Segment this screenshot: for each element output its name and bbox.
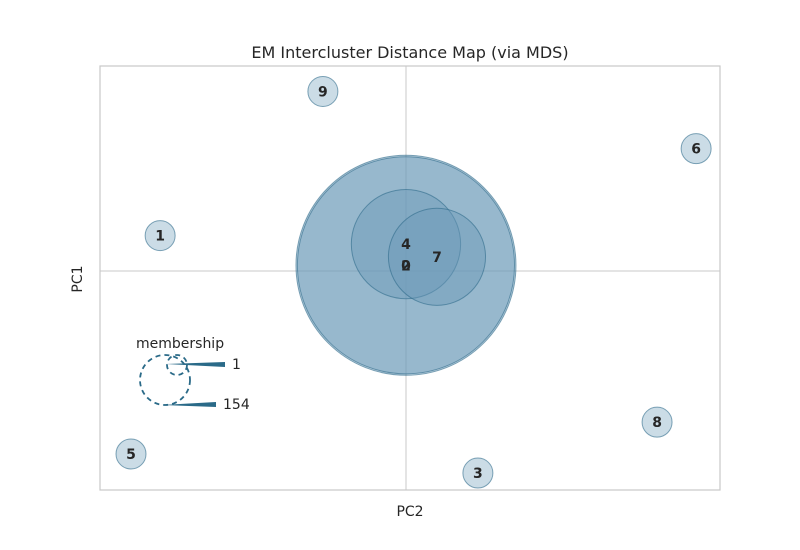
cluster-8-label: 8: [652, 415, 662, 431]
cluster-3-label: 3: [473, 466, 483, 482]
legend-max-label: 154: [223, 397, 250, 413]
x-axis-label: PC2: [396, 504, 423, 520]
legend-pointer-max: [162, 402, 216, 407]
legend-min-label: 1: [232, 357, 241, 373]
y-axis-label: PC1: [70, 265, 86, 292]
cluster-3-circle: [462, 457, 494, 489]
cluster-4-label: 4: [401, 237, 411, 253]
cluster-circles: [115, 75, 712, 489]
cluster-7-circle: [387, 207, 487, 306]
cluster-4-circle: [350, 188, 462, 300]
cluster-7-label: 7: [432, 250, 442, 266]
cluster-1-circle: [144, 220, 176, 252]
cluster-8-circle: [641, 406, 673, 438]
legend-title: membership: [136, 336, 224, 352]
legend-large-circle: [139, 354, 191, 406]
legend-pointer-min: [166, 362, 225, 367]
cluster-0-label: 0: [401, 258, 411, 274]
cluster-9-label: 9: [318, 84, 328, 100]
cluster-0-circle: [295, 154, 517, 376]
membership-legend: membership 1 154: [136, 336, 250, 413]
plot-frame: [99, 65, 721, 491]
cluster-2-label: 2: [401, 258, 411, 274]
cluster-6-label: 6: [691, 142, 701, 158]
cluster-5-circle: [115, 438, 147, 470]
cluster-5-label: 5: [126, 447, 136, 463]
cluster-labels: 0 1 2 3 4 5 6 7 8 9: [126, 84, 701, 482]
cluster-2-circle: [296, 156, 516, 375]
plot-area: 0 1 2 3 4 5 6 7 8 9: [99, 65, 721, 491]
cluster-6-circle: [680, 133, 712, 165]
cluster-9-circle: [307, 75, 339, 107]
chart-title: EM Intercluster Distance Map (via MDS): [251, 43, 568, 62]
cluster-1-label: 1: [155, 229, 165, 245]
